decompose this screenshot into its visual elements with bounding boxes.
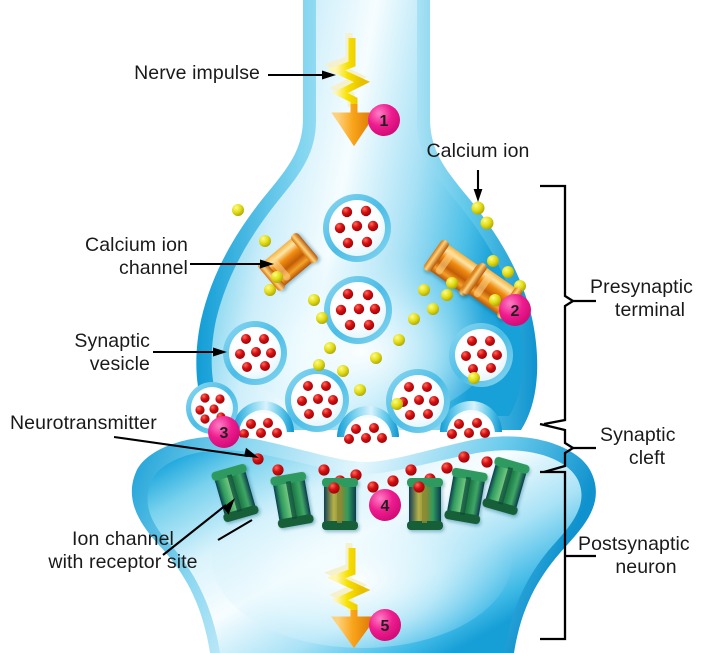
synaptic-vesicles — [186, 194, 513, 444]
ion-channel-with-receptor-site — [322, 478, 358, 530]
bracket-postsynaptic-neuron — [540, 470, 596, 641]
label-presynaptic-terminal-line1: Presynaptic — [590, 276, 693, 298]
label-presynaptic-terminal-line2: terminal — [614, 299, 686, 321]
label-synaptic-cleft-line2: cleft — [628, 447, 666, 469]
impulse-arrowhead — [331, 104, 377, 147]
synaptic-vesicle — [323, 194, 391, 262]
bracket-synaptic-cleft — [539, 422, 596, 474]
synaptic-vesicle — [223, 321, 287, 385]
label-postsynaptic-neuron-line2: neuron — [615, 556, 677, 578]
label-synaptic-cleft-line1: Synaptic — [600, 424, 676, 446]
impulse-arrowhead — [331, 610, 377, 648]
fusing-vesicle — [344, 418, 391, 444]
fusing-vesicle — [239, 413, 286, 439]
synaptic-vesicle — [449, 323, 513, 387]
fusing-vesicle — [447, 413, 494, 439]
calcium-ion-extracellular — [480, 216, 494, 230]
bracket-presynaptic-terminal — [540, 184, 596, 426]
label-ion-channel-line2: with receptor site — [48, 551, 198, 573]
synaptic-vesicle — [324, 276, 392, 344]
label-calcium-ion-channel-line1: Calcium ion — [85, 234, 188, 256]
label-nerve-impulse: Nerve impulse — [134, 62, 260, 84]
label-calcium-ion: Calcium ion — [426, 140, 530, 162]
nerve-impulse-arrow-bottom — [323, 543, 377, 648]
label-synaptic-vesicle-line2: vesicle — [89, 353, 150, 375]
leader-ion-channel — [162, 504, 227, 556]
label-synaptic-vesicle-line1: Synaptic — [74, 330, 150, 352]
region-brackets — [539, 184, 596, 641]
ion-channel-with-receptor-site — [482, 456, 530, 516]
leader-ion-channel-tick — [217, 519, 253, 541]
synaptic-vesicle — [386, 369, 450, 433]
ion-channel-with-receptor-site — [444, 467, 488, 525]
nerve-impulse-arrow-top — [323, 33, 377, 147]
ion-channel-with-receptor-site — [407, 478, 443, 530]
label-neurotransmitter: Neurotransmitter — [10, 412, 157, 434]
synaptic-vesicle — [285, 368, 349, 432]
receptor-ion-channels — [211, 456, 530, 530]
leader-neurotransmitter — [113, 435, 249, 458]
leader-lines — [113, 70, 483, 556]
calcium-ion-extracellular — [471, 201, 485, 215]
ion-channel-with-receptor-site — [270, 471, 314, 529]
label-ion-channel-line1: Ion channel — [72, 528, 174, 550]
label-calcium-ion-channel-line2: channel — [118, 257, 188, 279]
label-postsynaptic-neuron-line1: Postsynaptic — [578, 533, 690, 555]
